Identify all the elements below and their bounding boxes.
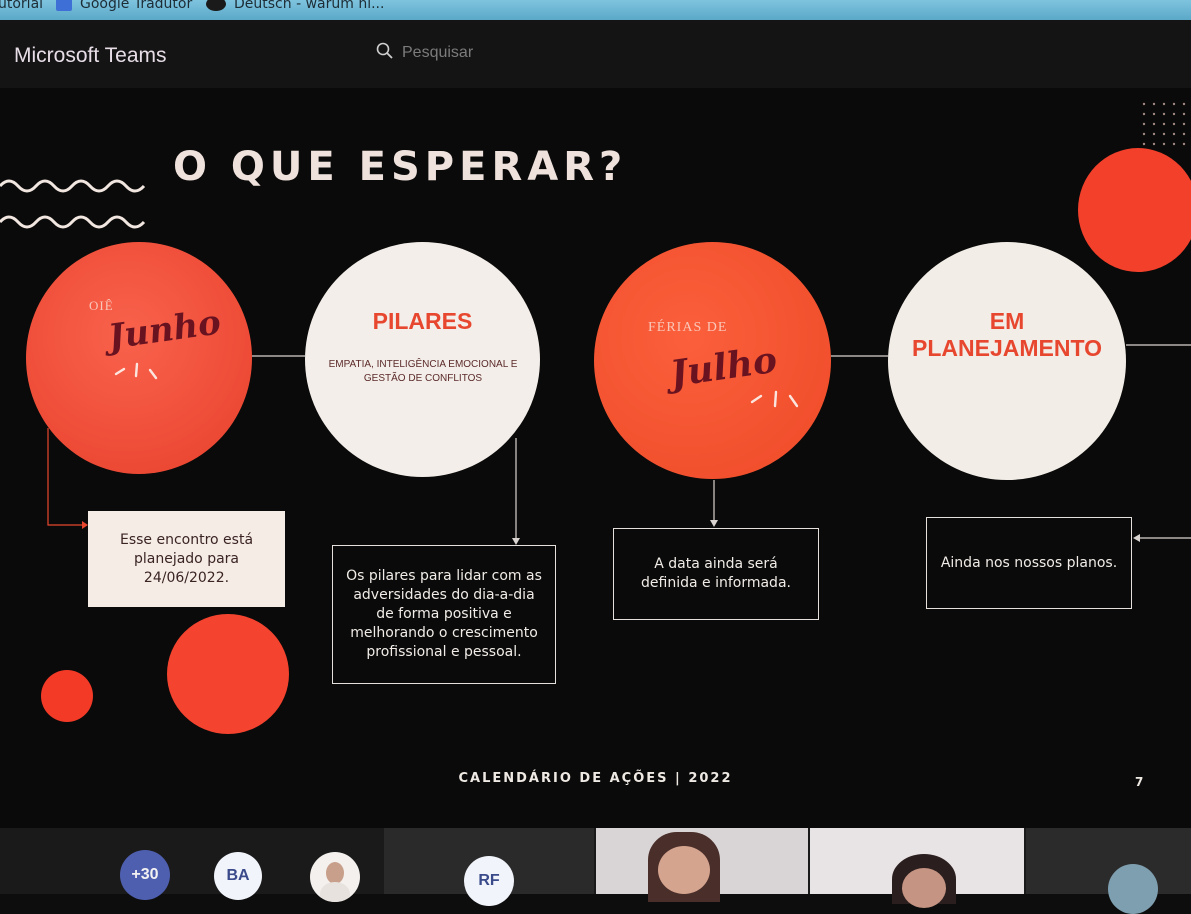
search-input[interactable]: Pesquisar	[376, 42, 473, 62]
info-box-encontro: Esse encontro está planejado para 24/06/…	[88, 511, 285, 607]
slide-footer: CALENDÁRIO DE AÇÕES | 2022	[458, 771, 733, 786]
heading-line: PLANEJAMENTO	[912, 335, 1102, 361]
circle-em-planejamento	[888, 242, 1126, 480]
more-participants-button[interactable]: +30	[120, 850, 170, 900]
heading-line: EM	[989, 308, 1025, 334]
bookmark-tutorial[interactable]: utorial	[0, 0, 44, 12]
participant-video-tile[interactable]	[810, 828, 1024, 908]
sparkle-decoration	[114, 362, 158, 380]
bookmark-deutsch[interactable]: Deutsch - warum ni...	[206, 0, 384, 12]
wavy-lines-decoration	[0, 179, 146, 229]
decorative-circle	[1078, 148, 1191, 272]
avatar: RF	[464, 856, 514, 906]
slide-page-number: 7	[1135, 775, 1144, 789]
decorative-circle	[167, 614, 289, 734]
info-box-planejamento: Ainda nos nossos planos.	[926, 517, 1132, 609]
participant-video-tile[interactable]	[596, 828, 808, 902]
circle-ferias-julho	[594, 242, 831, 479]
avatar-photo	[1108, 864, 1158, 914]
search-placeholder: Pesquisar	[402, 44, 474, 61]
info-box-pilares: Os pilares para lidar com as adversidade…	[332, 545, 556, 684]
circle-pilares-subtitle: EMPATIA, INTELIGÊNCIA EMOCIONAL E GESTÃO…	[328, 359, 518, 384]
circle-junho-greeting: OIÊ	[89, 298, 114, 313]
slide-title: O QUE ESPERAR?	[173, 144, 628, 190]
app-title: Microsoft Teams	[14, 44, 167, 67]
presentation-slide: O QUE ESPERAR? OIÊ Junho	[0, 88, 1191, 828]
translate-icon	[56, 0, 72, 11]
dot-grid-decoration	[1142, 102, 1186, 146]
participant-face	[902, 868, 946, 908]
teams-header: Microsoft Teams Pesquisar	[0, 20, 1191, 88]
search-icon	[376, 42, 393, 59]
connector-lines	[47, 344, 1191, 545]
participant-tile[interactable]: RF	[384, 828, 594, 906]
circle-pilares-heading: PILARES	[372, 308, 473, 334]
tripadvisor-icon	[206, 0, 226, 11]
avatar[interactable]: BA	[214, 852, 262, 900]
sparkle-decoration	[750, 390, 799, 408]
avatar-photo[interactable]	[310, 852, 360, 902]
avatar-body	[320, 882, 350, 902]
bookmarks-bar: utorial Google Tradutor Deutsch - warum …	[0, 0, 1191, 20]
participant-face	[658, 846, 710, 894]
participants-bar: +30 BA RF	[0, 828, 1191, 914]
avatar-face	[326, 862, 344, 884]
circle-planejamento-heading: EM PLANEJAMENTO	[888, 308, 1126, 362]
decorative-circle	[41, 670, 93, 722]
participant-tile[interactable]	[1026, 828, 1191, 914]
circle-julho-label: FÉRIAS DE	[648, 320, 728, 335]
info-box-julho: A data ainda será definida e informada.	[613, 528, 819, 620]
bookmark-google-tradutor[interactable]: Google Tradutor	[56, 0, 192, 12]
circle-junho	[26, 242, 252, 474]
circle-pilares	[305, 242, 540, 477]
